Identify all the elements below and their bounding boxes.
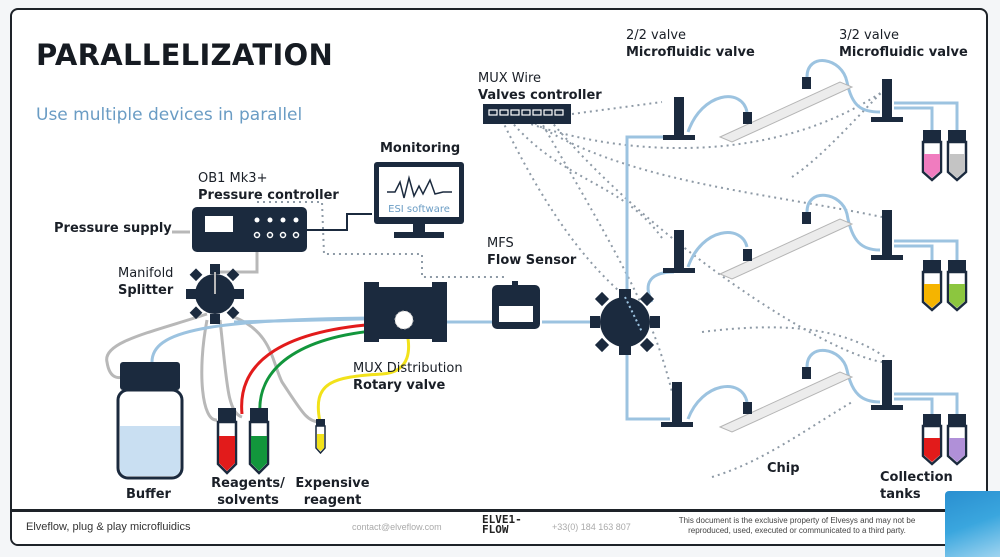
monitoring-label: Monitoring xyxy=(380,141,461,156)
setup-diagram: ESI software xyxy=(105,59,968,480)
mux-distribution-label: MUX Distribution Rotary valve xyxy=(353,360,463,394)
expensive-line1: Expensive xyxy=(295,476,370,491)
mfs-model: MFS xyxy=(487,236,514,251)
slide: ESI software xyxy=(10,8,988,546)
expensive-line2: reagent xyxy=(303,493,362,508)
mfs-name: Flow Sensor xyxy=(487,253,577,268)
valve22-model: 2/2 valve xyxy=(626,28,687,43)
reagents-label: Reagents/ solvents xyxy=(208,475,288,509)
footer-email[interactable]: contact@elveflow.com xyxy=(352,522,442,532)
footer-legal: This document is the exclusive property … xyxy=(678,516,916,535)
video-thumbnail-corner xyxy=(945,491,1000,557)
mux-wire-name: Valves controller xyxy=(478,88,602,103)
collection-tank xyxy=(921,130,943,182)
logo-line2: FLOW xyxy=(482,523,509,536)
elveflow-logo: ELVE1- FLOW xyxy=(482,513,522,536)
collection-tanks xyxy=(921,130,968,466)
ob1-label: OB1 Mk3+ Pressure controller xyxy=(198,170,339,204)
mux-wire-valves-controller xyxy=(483,104,571,124)
mfs-label: MFS Flow Sensor xyxy=(487,235,576,269)
collection-tanks-label: Collection tanks xyxy=(880,470,953,502)
esi-software-label: ESI software xyxy=(388,204,450,215)
mux-dist-name: Rotary valve xyxy=(353,378,446,393)
expensive-reagent-label: Expensive reagent xyxy=(295,475,370,509)
reagent-tube-red xyxy=(216,408,238,475)
chip-label: Chip xyxy=(767,461,800,476)
pressure-supply-label: Pressure supply xyxy=(54,221,172,236)
manifold-label: Manifold Splitter xyxy=(118,265,173,299)
reagent-tube-green xyxy=(248,408,270,475)
row-2 xyxy=(663,210,903,280)
valve-32-label: 3/2 valve Microfluidic valve xyxy=(839,27,968,61)
mux-dist-model: MUX Distribution xyxy=(353,361,463,376)
distribution-valve xyxy=(590,289,660,355)
buffer-label: Buffer xyxy=(126,487,171,502)
collection-tank xyxy=(946,414,968,466)
footer-tagline: Elveflow, plug & play microfluidics xyxy=(26,521,191,533)
expensive-reagent-tube xyxy=(315,419,326,455)
ob1-pressure-controller xyxy=(192,207,372,252)
chip-connector xyxy=(743,77,811,124)
slide-subtitle: Use multiple devices in parallel xyxy=(36,105,303,125)
collection-tank xyxy=(946,130,968,182)
logo-line1: ELVE1- xyxy=(482,513,522,526)
mux-wire-label: MUX Wire Valves controller xyxy=(478,70,602,104)
valve-22-label: 2/2 valve Microfluidic valve xyxy=(626,27,755,61)
row-1 xyxy=(663,77,903,143)
collection-tank xyxy=(921,414,943,466)
mfs-flow-sensor xyxy=(492,281,540,329)
collection-tank xyxy=(946,260,968,312)
valve-2-2 xyxy=(663,97,695,140)
monitor-icon xyxy=(374,162,464,238)
valve22-name: Microfluidic valve xyxy=(626,45,755,60)
signal-cables xyxy=(257,91,886,478)
collection-tank xyxy=(921,260,943,312)
reagents-line2: solvents xyxy=(217,493,279,508)
footer: Elveflow, plug & play microfluidics cont… xyxy=(12,509,986,544)
ob1-model: OB1 Mk3+ xyxy=(198,171,268,186)
mux-wire-model: MUX Wire xyxy=(478,71,542,86)
valve32-model: 3/2 valve xyxy=(839,28,900,43)
valve-3-2 xyxy=(871,79,903,122)
buffer-bottle xyxy=(116,362,184,480)
reagents-line1: Reagents/ xyxy=(211,476,285,491)
slide-title: PARALLELIZATION xyxy=(36,38,334,72)
manifold-model: Manifold xyxy=(118,266,174,281)
manifold-name: Splitter xyxy=(118,283,174,298)
footer-phone: +33(0) 184 163 807 xyxy=(552,522,631,532)
ob1-name: Pressure controller xyxy=(198,188,339,203)
mux-distribution-rotary-valve xyxy=(364,282,447,342)
valve32-name: Microfluidic valve xyxy=(839,45,968,60)
row-3 xyxy=(661,360,903,433)
